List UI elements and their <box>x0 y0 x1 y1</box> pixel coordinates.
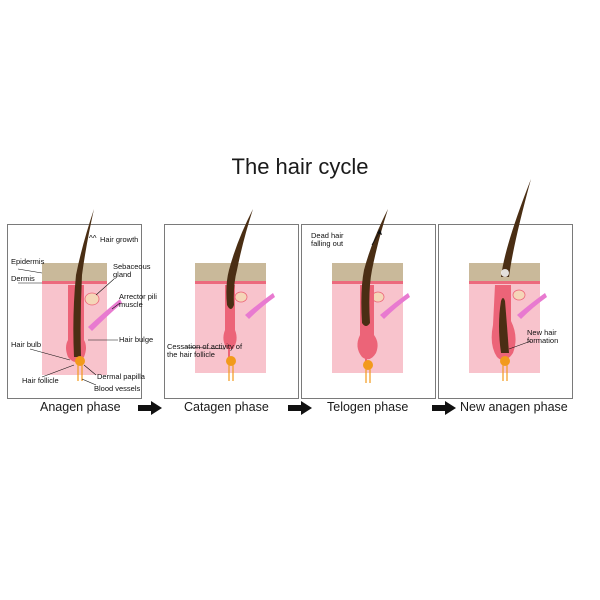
old-hair-root <box>501 269 509 277</box>
phase-name-catagen: Catagen phase <box>184 400 269 414</box>
right-arrow-icon <box>288 401 312 415</box>
epidermis-layer <box>42 263 107 283</box>
anagen-illustration: ^^ <box>17 209 122 386</box>
label-hair-bulge: Hair bulge <box>119 335 154 344</box>
label-hair-follicle: Hair follicle <box>22 376 59 385</box>
hair-shaft <box>73 209 94 357</box>
dermis-line <box>42 281 107 284</box>
label-sebaceous-gland: Sebaceous gland <box>113 262 151 279</box>
label-epidermis: Epidermis <box>11 257 45 266</box>
sebaceous-gland <box>84 292 100 306</box>
hair-shaft <box>226 209 253 309</box>
blood-vessels <box>365 369 371 383</box>
catagen-illustration <box>184 209 275 381</box>
label-hair-growth: Hair growth <box>100 235 139 244</box>
phase-name-new-anagen: New anagen phase <box>460 400 568 414</box>
label-cessation: Cessation of activity of the hair follic… <box>167 342 243 359</box>
blood-vessels <box>228 365 234 381</box>
sebaceous-gland <box>234 291 248 303</box>
label-dermal-papilla: Dermal papilla <box>97 372 145 381</box>
dermal-papilla <box>226 356 236 366</box>
label-new-hair: New hair formation <box>527 328 559 345</box>
phase-name-telogen: Telogen phase <box>327 400 409 414</box>
phase-name-anagen: Anagen phase <box>40 400 121 414</box>
arrector-pili-muscle <box>245 293 275 319</box>
label-hair-bulb: Hair bulb <box>11 340 42 349</box>
panel-new-anagen: New hair formation <box>438 179 573 399</box>
new-anagen-illustration <box>469 179 547 381</box>
dermal-papilla <box>500 356 510 366</box>
hair-shaft <box>361 209 388 326</box>
panel-catagen: Cessation of activity of the hair follic… <box>164 209 299 399</box>
old-hair-shaft <box>501 179 531 277</box>
arrector-pili-muscle <box>380 293 410 319</box>
panel-anagen: ^^ Hair growth Epidermis Dermis Sebaceou… <box>7 209 157 399</box>
arrector-pili-muscle <box>517 293 547 319</box>
diagram-title: The hair cycle <box>231 154 369 179</box>
label-arrector-pili: Arrector pili muscle <box>119 292 157 309</box>
dermis-line <box>469 281 540 284</box>
sebaceous-gland <box>512 289 526 301</box>
dermal-papilla <box>363 360 373 370</box>
label-dermis: Dermis <box>11 274 35 283</box>
new-hair-shaft <box>499 298 509 353</box>
label-dead-hair: Dead hair falling out <box>311 231 344 248</box>
right-arrow-icon <box>138 401 162 415</box>
panel-telogen: Dead hair falling out <box>301 209 436 399</box>
right-arrow-icon <box>432 401 456 415</box>
label-blood-vessels: Blood vessels <box>94 384 141 393</box>
blood-vessels <box>77 365 83 381</box>
arrector-pili-muscle <box>88 299 122 331</box>
blood-vessels <box>502 365 508 381</box>
dermal-papilla <box>75 356 85 366</box>
hair-growth-arrows: ^^ <box>89 234 97 243</box>
telogen-illustration <box>332 209 410 383</box>
